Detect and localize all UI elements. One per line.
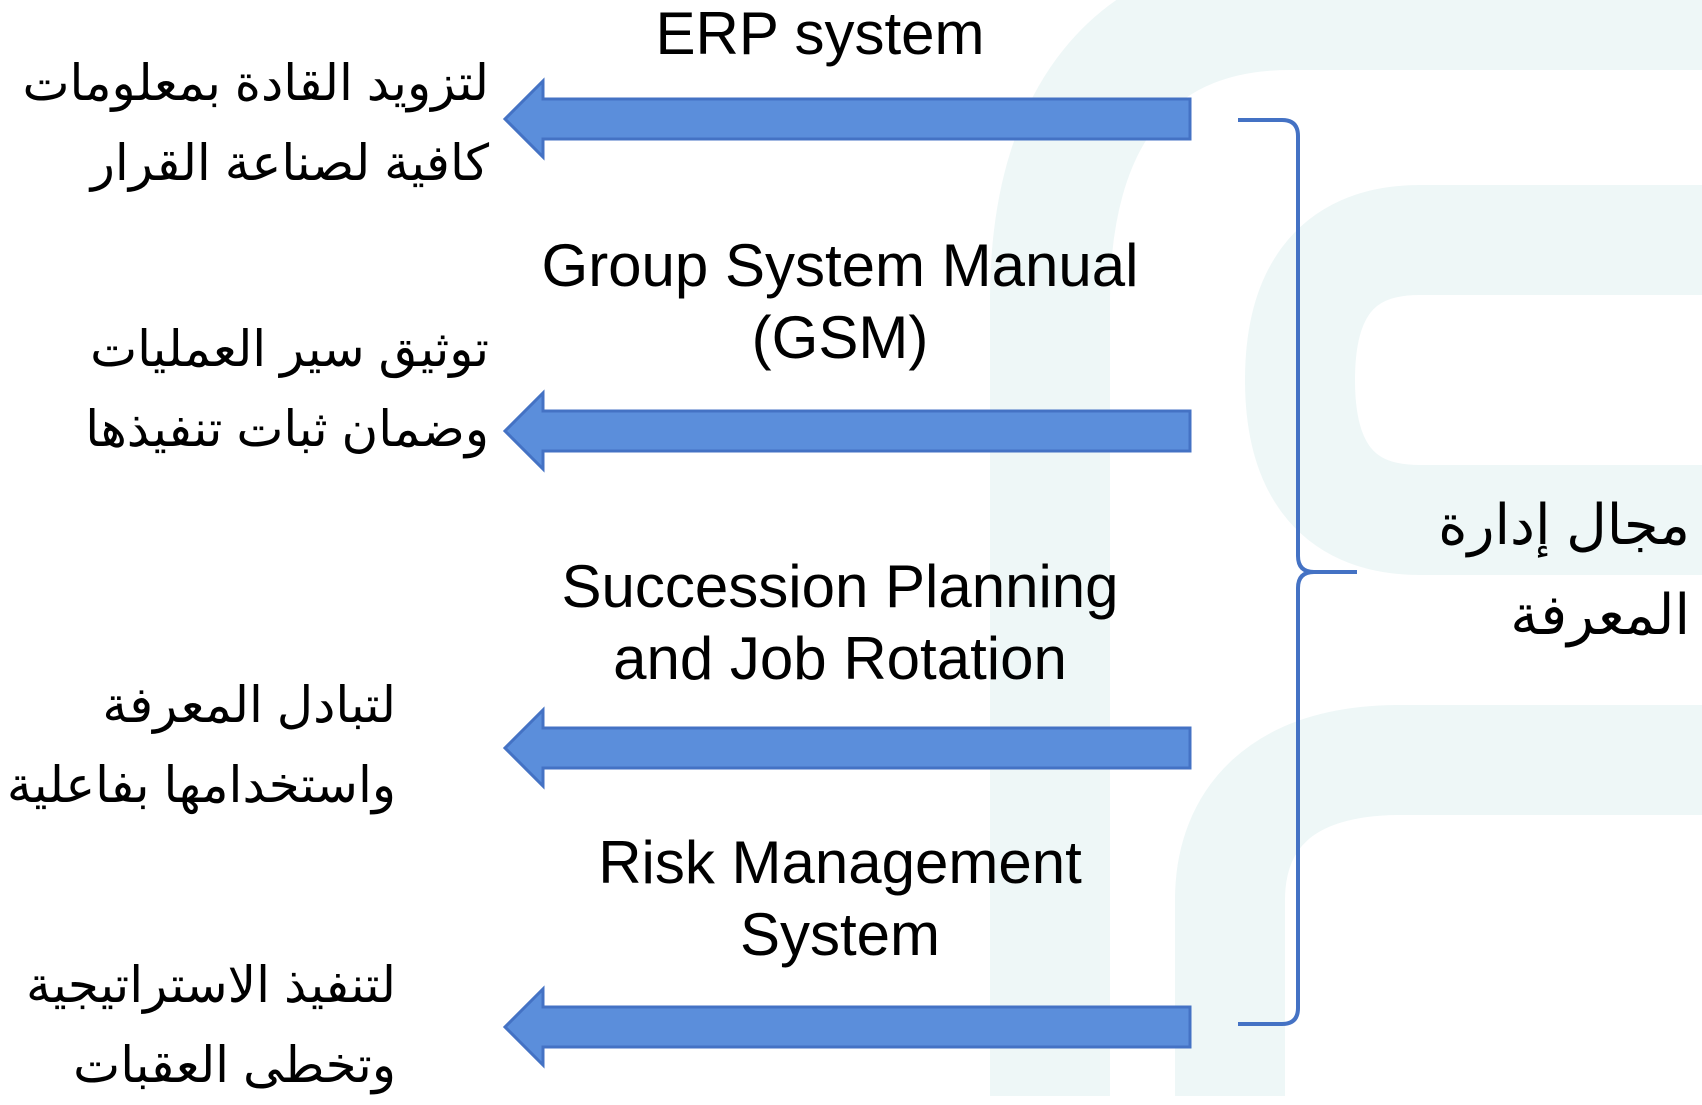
purpose-risk-line2: وتخطى العقبات xyxy=(73,1037,396,1093)
arrow-risk xyxy=(502,985,1192,1069)
purpose-gsm-line2: وضمان ثبات تنفيذها xyxy=(85,401,489,457)
system-label-gsm: Group System Manual (GSM) xyxy=(541,232,1139,371)
purpose-succession: لتبادل المعرفة واستخدامها بفاعلية xyxy=(7,665,396,825)
watermark-stroke-lower xyxy=(1175,705,1702,1096)
purpose-erp: لتزويد القادة بمعلومات كافية لصناعة القر… xyxy=(22,43,489,203)
purpose-erp-line2: كافية لصناعة القرار xyxy=(90,135,489,191)
watermark-stroke-outer xyxy=(990,0,1702,1096)
system-label-risk: Risk Management System xyxy=(598,829,1082,968)
system-label-succession: Succession Planning and Job Rotation xyxy=(561,553,1119,692)
arrow-gsm-shape xyxy=(502,389,1192,473)
purpose-risk: لتنفيذ الاستراتيجية وتخطى العقبات xyxy=(26,945,396,1105)
curly-brace xyxy=(1238,118,1357,1026)
purpose-succession-line1: لتبادل المعرفة xyxy=(102,677,396,733)
system-label-erp: ERP system xyxy=(655,0,985,67)
domain-label-line1: مجال إدارة xyxy=(1438,493,1690,556)
arrow-succession-shape xyxy=(502,706,1192,790)
arrow-erp xyxy=(502,77,1192,161)
domain-label-line2: المعرفة xyxy=(1510,583,1690,646)
purpose-succession-line2: واستخدامها بفاعلية xyxy=(6,757,396,813)
purpose-gsm: توثيق سير العمليات وضمان ثبات تنفيذها xyxy=(85,309,489,469)
arrow-erp-shape xyxy=(502,77,1192,161)
arrow-risk-shape xyxy=(502,985,1192,1069)
purpose-risk-line1: لتنفيذ الاستراتيجية xyxy=(26,957,396,1013)
purpose-erp-line1: لتزويد القادة بمعلومات xyxy=(22,55,489,111)
purpose-gsm-line1: توثيق سير العمليات xyxy=(90,321,489,377)
domain-label: مجال إدارة المعرفة xyxy=(1438,480,1690,660)
arrow-succession xyxy=(502,706,1192,790)
arrow-gsm xyxy=(502,389,1192,473)
